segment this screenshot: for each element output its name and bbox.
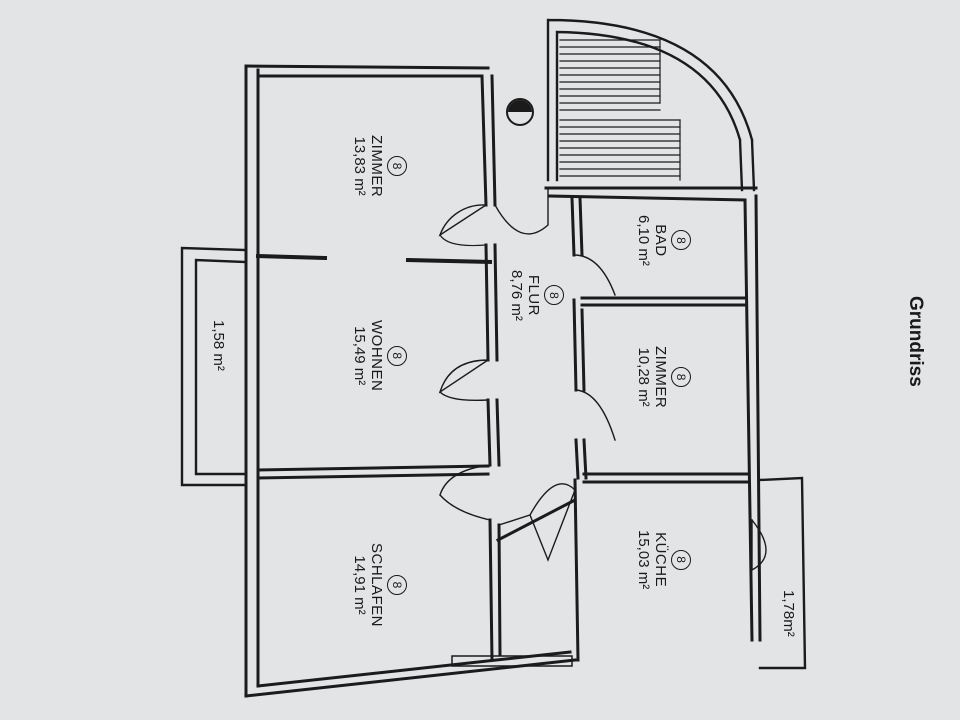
wall-flur-right — [570, 196, 588, 480]
room-number: 8 — [544, 285, 564, 306]
room-name: SCHLAFEN — [368, 543, 385, 628]
staircase — [546, 18, 756, 192]
room-name: ZIMMER — [652, 346, 669, 409]
door-bad — [573, 254, 616, 296]
room-area: 6,10 m² — [635, 215, 652, 266]
vent-symbol — [506, 98, 534, 126]
wall-bad-top — [544, 186, 758, 202]
radiator-bottom — [451, 655, 573, 667]
door-zimmer-right — [575, 389, 616, 441]
outer-wall-left — [244, 64, 260, 698]
room-label-wohnen: 8 WOHNEN 15,49 m² — [351, 320, 407, 391]
room-area: 14,91 m² — [351, 555, 368, 615]
room-label-zimmer-1: 8 ZIMMER 13,83 m² — [351, 135, 407, 197]
room-area: 10,28 m² — [635, 347, 652, 407]
room-name: FLUR — [525, 274, 542, 317]
balcony-left-area: 1,58 m² — [210, 320, 227, 371]
room-label-bad: 8 BAD 6,10 m² — [635, 215, 691, 266]
room-label-zimmer-2: 8 ZIMMER 10,28 m² — [635, 346, 691, 408]
wall-zimmer-wohnen — [255, 253, 493, 265]
wall-flur-left — [480, 74, 502, 662]
door-zimmer — [438, 204, 487, 237]
wall-zimmer-kueche — [582, 472, 750, 484]
room-name: ZIMMER — [368, 135, 385, 198]
door-schlafen — [439, 464, 491, 521]
door-flur-top — [494, 189, 549, 235]
room-name: KÜCHE — [652, 532, 669, 588]
stair-treads — [559, 39, 681, 181]
room-number: 8 — [387, 156, 407, 177]
room-name: BAD — [652, 224, 669, 257]
room-area: 15,03 m² — [635, 530, 652, 590]
door-balcony — [751, 519, 767, 572]
room-label-flur: 8 FLUR 8,76 m² — [508, 270, 564, 321]
room-label-kueche: 8 KÜCHE 15,03 m² — [635, 530, 691, 589]
room-number: 8 — [671, 230, 691, 251]
room-name: WOHNEN — [368, 320, 385, 392]
balcony-right — [758, 476, 807, 670]
outer-wall-right — [743, 194, 762, 642]
room-number: 8 — [387, 575, 407, 596]
room-label-schlafen: 8 SCHLAFEN 14,91 m² — [351, 543, 407, 627]
room-area: 15,49 m² — [351, 326, 368, 386]
balcony-left — [180, 246, 248, 487]
door-wohnen — [438, 359, 489, 402]
page-title: Grundriss — [905, 296, 926, 387]
room-number: 8 — [671, 549, 691, 570]
room-number: 8 — [387, 345, 407, 366]
balcony-right-area: 1,78m² — [780, 590, 797, 637]
room-number: 8 — [671, 367, 691, 388]
door-kueche — [498, 483, 576, 562]
room-area: 8,76 m² — [508, 270, 525, 321]
wall-kueche-bottom — [495, 478, 580, 662]
wall-wohnen-schlafen — [256, 464, 490, 480]
outer-wall-top — [244, 64, 490, 78]
room-area: 13,83 m² — [351, 136, 368, 196]
wall-bad-zimmer — [580, 296, 747, 307]
